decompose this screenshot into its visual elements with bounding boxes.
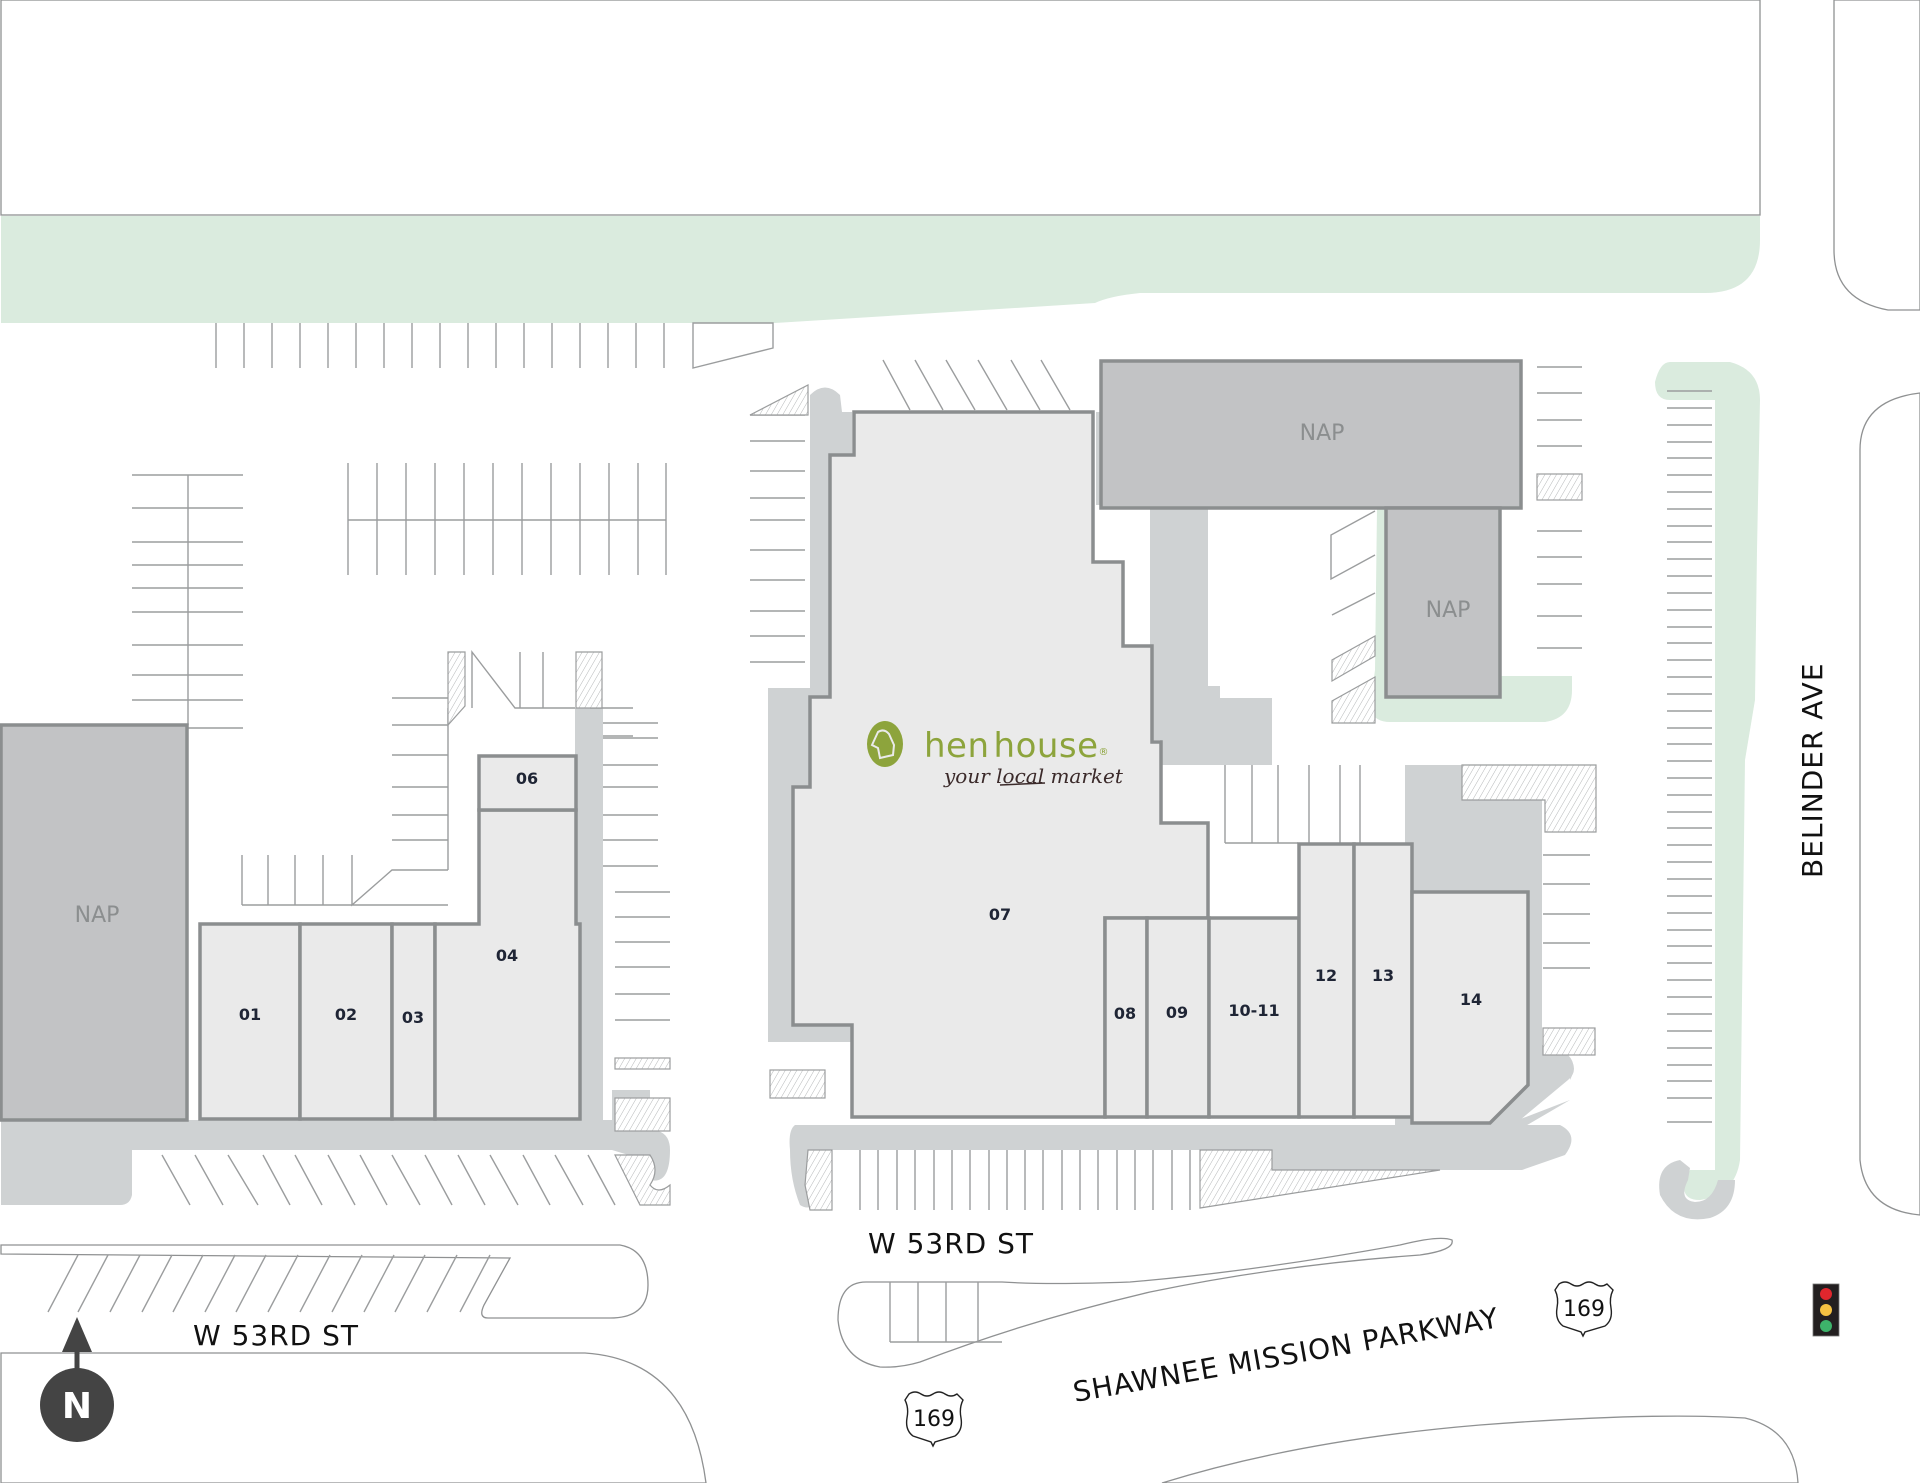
route-shield-169-west: 169 <box>904 1391 964 1448</box>
north-row-end-island <box>692 322 774 369</box>
east-suite14-stalls <box>1543 854 1590 969</box>
suite-08-label: 08 <box>1114 1004 1136 1023</box>
inner-lot-hatch-left <box>447 651 466 727</box>
suite-13-label: 13 <box>1372 966 1394 985</box>
center-double-row-stalls <box>347 463 667 575</box>
east-nap-hatch <box>1536 473 1583 501</box>
street-label-w53rd-west: W 53RD ST <box>193 1319 359 1352</box>
south-center-walkway-main <box>790 1125 1572 1209</box>
tagline-underline <box>999 782 1046 786</box>
route-shield-169-east: 169 <box>1554 1281 1614 1338</box>
south-west-block <box>0 1352 707 1483</box>
west-double-row-stalls <box>132 474 243 729</box>
nap-east-small-label: NAP <box>1426 598 1471 623</box>
east-suite04-hatch-2 <box>614 1097 671 1132</box>
w53rd-west-median <box>0 1244 649 1319</box>
svg-text:169: 169 <box>1563 1297 1605 1322</box>
suite-10-11-label: 10-11 <box>1228 1001 1279 1020</box>
w53rd-angled-stalls <box>47 1254 491 1313</box>
us-route-shield-icon <box>1554 1281 1614 1338</box>
parkway-median-west <box>837 1237 1453 1368</box>
small-nap-hatch-1 <box>1331 634 1376 683</box>
mid-east-stalls <box>1224 765 1361 844</box>
south-west-angled-stalls <box>161 1154 616 1206</box>
east-suite14-hatch <box>1542 1027 1596 1056</box>
nap-east-small <box>1384 506 1502 699</box>
suite-03-label: 03 <box>402 1008 424 1027</box>
belinder-median-north <box>1833 0 1920 311</box>
north-compass: N <box>40 1317 114 1442</box>
north-compass-letter: N <box>62 1386 92 1427</box>
suite-08[interactable] <box>1103 916 1149 1119</box>
mid-east-hatch <box>1461 764 1597 833</box>
north-anchor-angled-stalls <box>882 359 1071 411</box>
brand-tagline: your local market <box>943 764 1124 788</box>
street-label-belinder: BELINDER AVE <box>1796 662 1829 878</box>
suite-12[interactable] <box>1297 842 1356 1119</box>
north-landscape-strip <box>1 216 1760 323</box>
north-row-stalls <box>215 323 665 368</box>
south-front-stalls <box>859 1150 1191 1210</box>
east-suite04-hatch-1 <box>614 1057 671 1070</box>
suite-06[interactable] <box>477 754 578 812</box>
tenant-suites: 01 02 03 04 06 07 08 09 10-11 12 13 14 <box>198 410 1530 1125</box>
inner-lot-hatch-right <box>575 651 603 709</box>
north-parcel-block <box>0 0 1761 216</box>
north-compass-circle <box>40 1368 114 1442</box>
center-west-hatch-bottom <box>769 1069 826 1099</box>
center-west-stalls <box>750 414 805 663</box>
parkway-median-stalls <box>889 1282 1002 1343</box>
belinder-median-south <box>1859 392 1920 1216</box>
traffic-signal-icon <box>1812 1283 1840 1337</box>
suite-07-label: 07 <box>989 905 1011 924</box>
suite-12-label: 12 <box>1315 966 1337 985</box>
egg-hen-icon <box>867 721 903 767</box>
us-route-shield-icon <box>904 1391 964 1448</box>
suite-14-label: 14 <box>1460 990 1482 1009</box>
belinder-cul-de-sac <box>1659 1160 1735 1220</box>
parkway-south-block <box>1161 1415 1799 1483</box>
east-landscape-strip <box>1655 362 1760 1200</box>
suite-14[interactable] <box>1410 890 1530 1125</box>
parking-stalls <box>47 322 1735 1343</box>
south-front-hatch-west <box>804 1149 833 1211</box>
street-label-w53rd-center: W 53RD ST <box>868 1227 1034 1260</box>
east-nap-stalls <box>1537 366 1582 649</box>
suite-04[interactable] <box>433 808 582 1121</box>
nap-parcels: NAP NAP NAP <box>0 359 1523 1122</box>
north-arrow-head-icon <box>62 1317 92 1352</box>
belinder-stalls <box>1667 390 1712 1123</box>
suite-09-label: 09 <box>1166 1003 1188 1022</box>
small-nap-angled-stalls <box>1330 510 1376 616</box>
suite-04-label: 04 <box>496 946 518 965</box>
suite-01-label: 01 <box>239 1005 261 1024</box>
small-nap-hatch-2 <box>1331 675 1376 724</box>
suite-06-label: 06 <box>516 769 538 788</box>
center-west-hatch-top <box>749 384 809 416</box>
street-label-parkway: SHAWNEE MISSION PARKWAY <box>1070 1301 1501 1408</box>
south-front-hatch-east <box>1199 1149 1441 1209</box>
suite-13[interactable] <box>1352 842 1414 1119</box>
inner-lot-stalls <box>241 649 633 907</box>
nap-north-east-label: NAP <box>1300 421 1345 446</box>
south-west-hatch <box>614 1154 671 1206</box>
nap-west-label: NAP <box>75 903 120 928</box>
east-suite04-stalls <box>603 722 670 1021</box>
svg-text:169: 169 <box>913 1407 955 1432</box>
nap-west <box>0 723 189 1122</box>
suite-02-label: 02 <box>335 1005 357 1024</box>
nap-north-east <box>1099 359 1523 510</box>
west-walkway <box>1 708 670 1205</box>
